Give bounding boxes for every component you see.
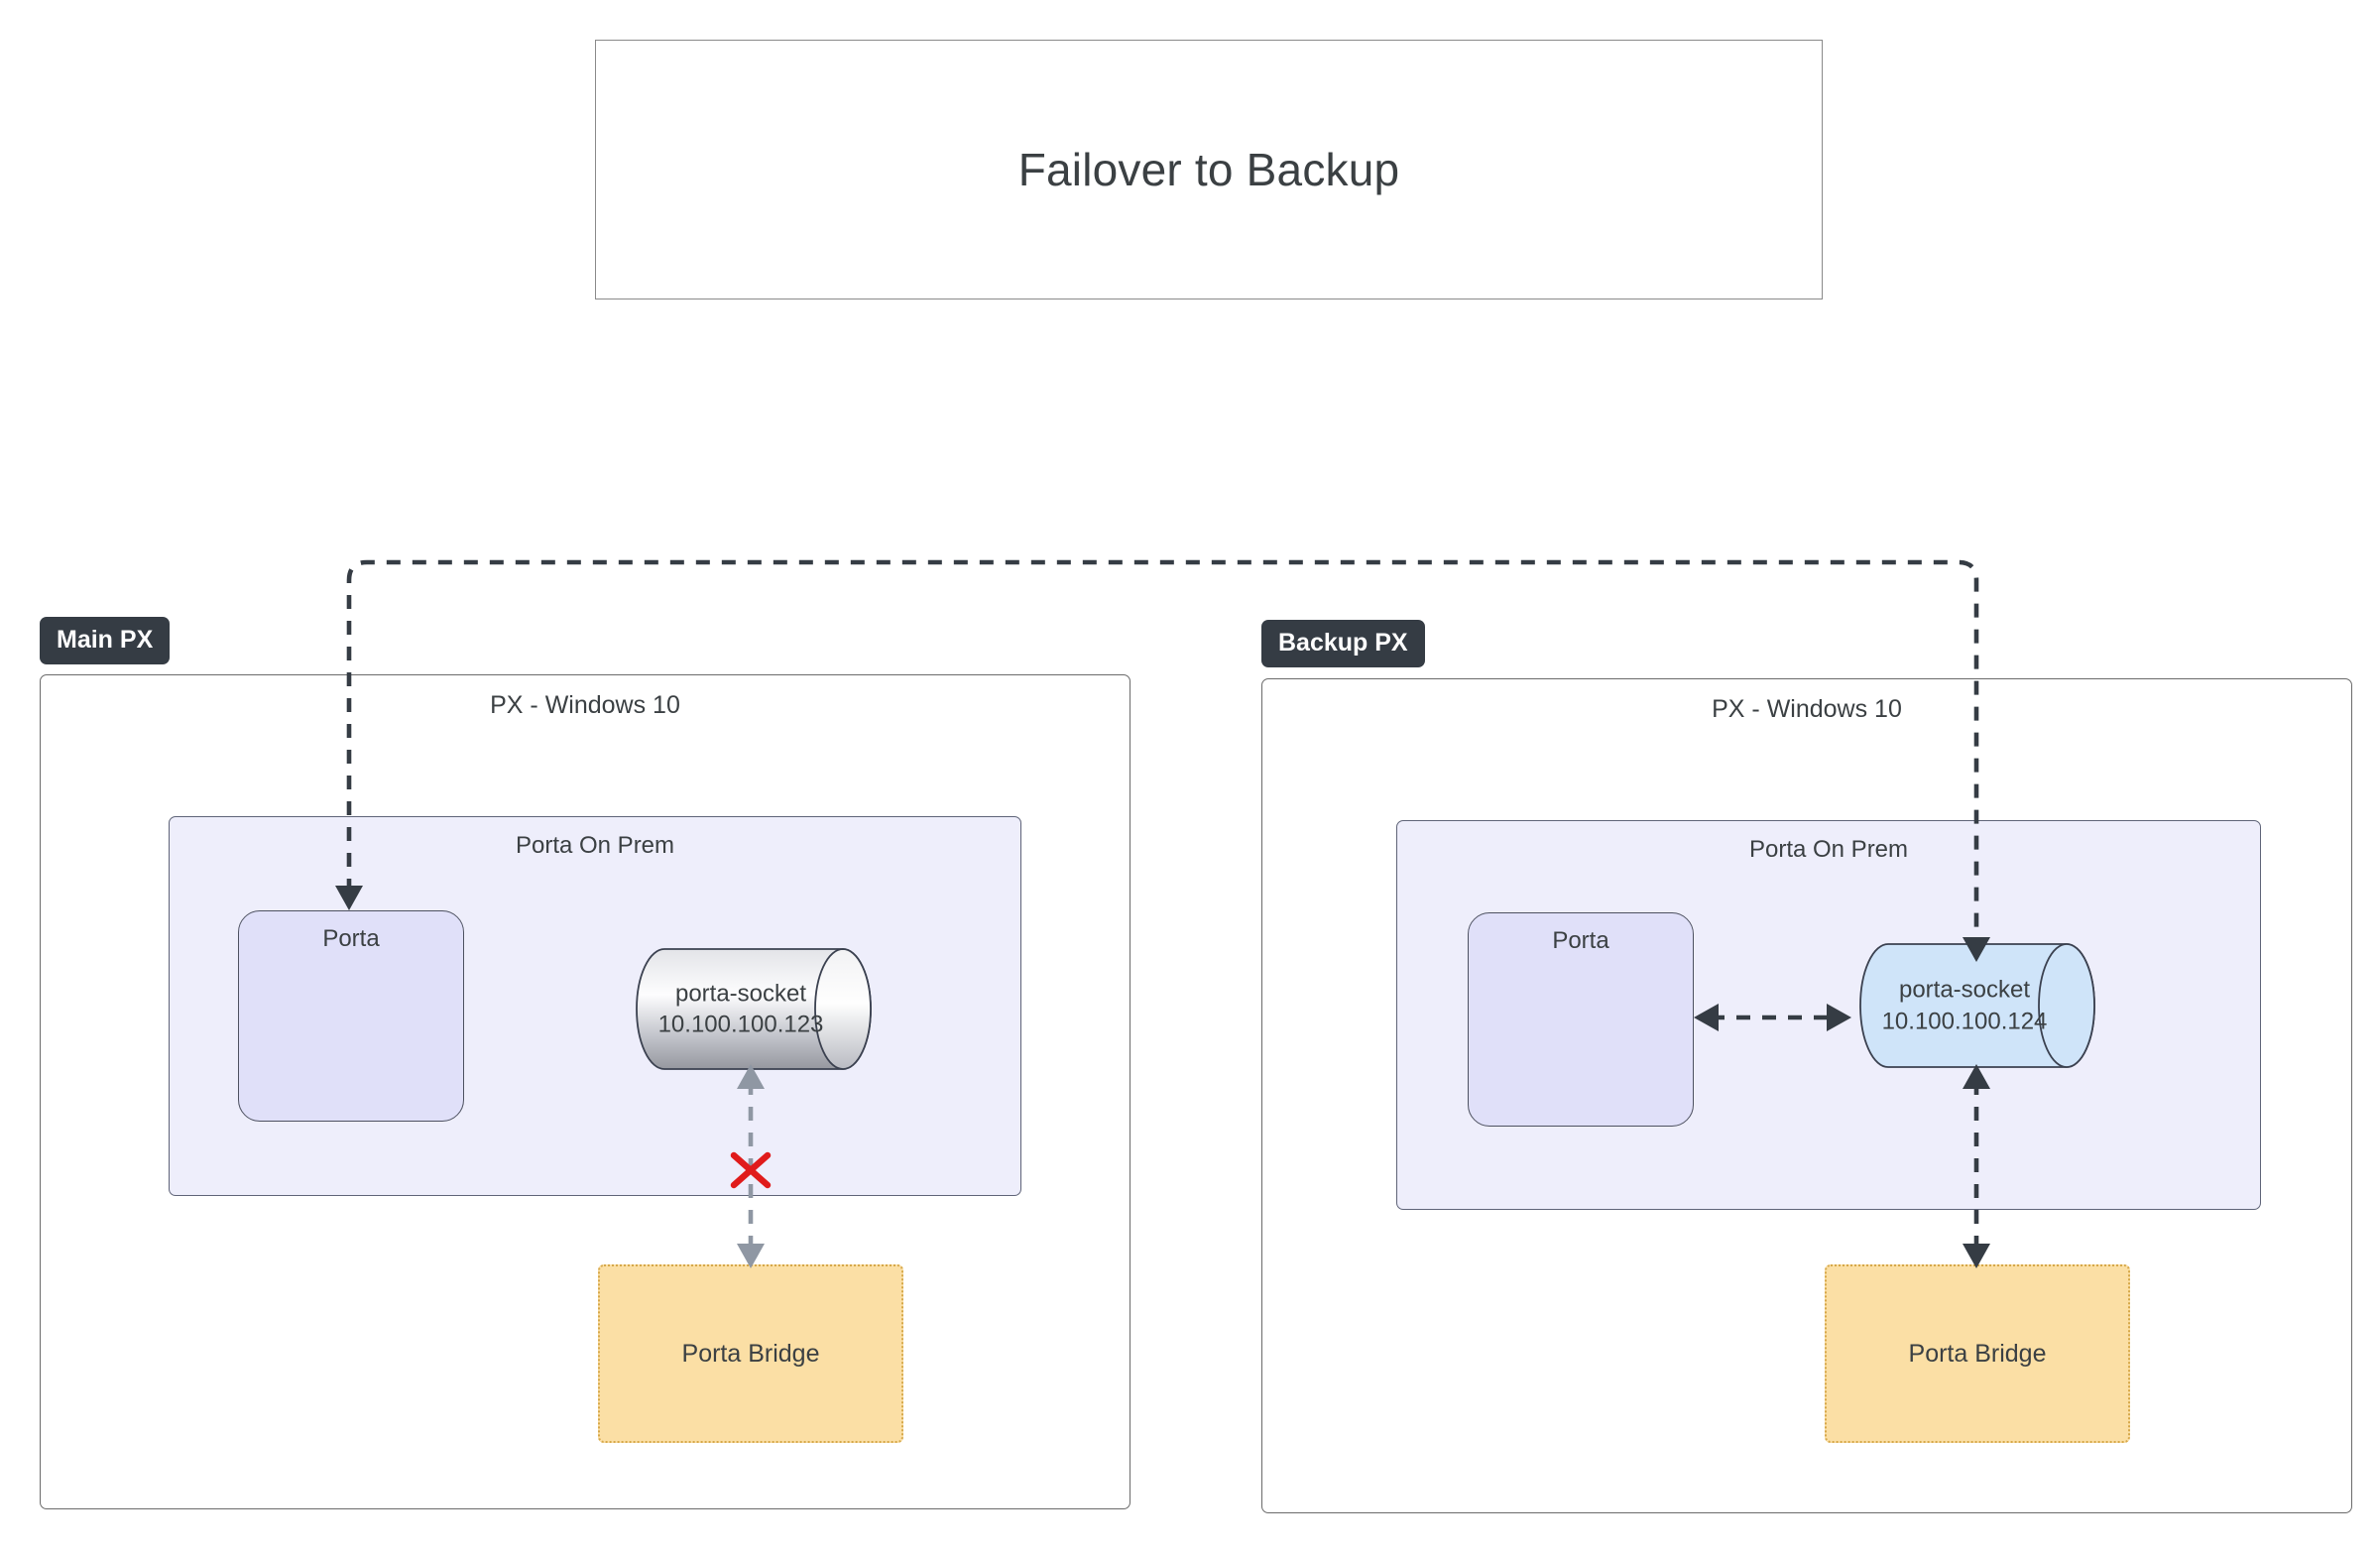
px-container-label-main: PX - Windows 10 xyxy=(490,691,680,719)
socket-cylinder-backup[interactable]: porta-socket 10.100.100.124 xyxy=(1858,942,2096,1069)
px-container-label-backup: PX - Windows 10 xyxy=(1712,695,1902,723)
porta-bridge-main[interactable]: Porta Bridge xyxy=(598,1264,903,1443)
zone-badge-main-px: Main PX xyxy=(40,617,171,664)
page-title: Failover to Backup xyxy=(1017,144,1400,195)
porta-node-backup[interactable]: Porta xyxy=(1468,912,1694,1127)
onprem-label-backup: Porta On Prem xyxy=(1748,836,1909,863)
porta-node-label-main: Porta xyxy=(322,925,380,952)
porta-node-label-backup: Porta xyxy=(1552,927,1609,954)
onprem-label-main: Porta On Prem xyxy=(515,832,675,859)
porta-bridge-label-backup: Porta Bridge xyxy=(1908,1339,2047,1368)
porta-bridge-label-main: Porta Bridge xyxy=(681,1339,820,1368)
zone-badge-backup-px: Backup PX xyxy=(1261,620,1425,667)
porta-bridge-backup[interactable]: Porta Bridge xyxy=(1825,1264,2130,1443)
porta-node-main[interactable]: Porta xyxy=(238,910,464,1122)
socket-cylinder-main[interactable]: porta-socket 10.100.100.123 xyxy=(635,947,873,1071)
title-box: Failover to Backup xyxy=(595,40,1823,299)
